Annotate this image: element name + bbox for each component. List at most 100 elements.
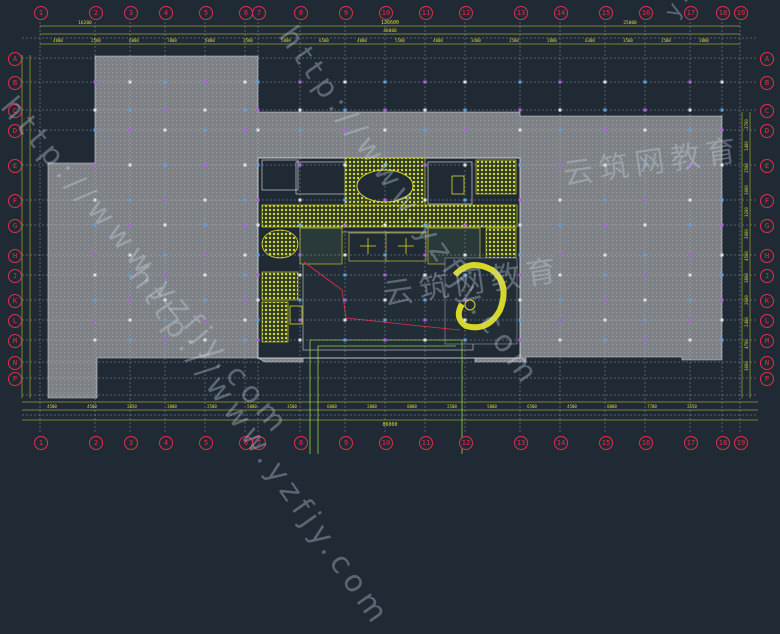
column-marker	[163, 80, 167, 84]
column-marker	[243, 198, 247, 202]
axis-tag: 5	[199, 6, 213, 20]
axis-tag: 19	[734, 6, 748, 20]
column-marker	[163, 198, 167, 202]
axis-tag: K	[760, 294, 774, 308]
column-marker	[203, 198, 207, 202]
axis-tag: 18	[716, 6, 730, 20]
column-marker	[256, 298, 260, 302]
column-marker	[243, 298, 247, 302]
dimension-label: 3500	[287, 404, 297, 409]
axis-tag: 16	[639, 6, 653, 20]
column-marker	[603, 318, 607, 322]
column-marker	[343, 108, 347, 112]
column-marker	[720, 223, 724, 227]
axis-tag: M	[8, 334, 22, 348]
column-marker	[203, 273, 207, 277]
dimension-label: 2500	[447, 404, 457, 409]
column-marker	[603, 338, 607, 342]
dimension-label: 6000	[327, 404, 337, 409]
column-marker	[383, 223, 387, 227]
column-marker	[643, 318, 647, 322]
column-marker	[463, 273, 467, 277]
dimension-label: 2000	[367, 404, 377, 409]
axis-tag: 6	[239, 6, 253, 20]
dimension-label: 3000	[744, 185, 749, 195]
dimension-label: 3500	[623, 38, 633, 43]
dimension-label: 2050	[127, 404, 137, 409]
column-marker	[203, 318, 207, 322]
axis-grid	[22, 22, 758, 432]
axis-tag: 12	[459, 6, 473, 20]
column-marker	[558, 298, 562, 302]
column-marker	[423, 338, 427, 342]
column-marker	[558, 108, 562, 112]
column-marker	[518, 128, 522, 132]
column-marker	[643, 223, 647, 227]
column-marker	[298, 273, 302, 277]
dimension-label: 7700	[647, 404, 657, 409]
axis-tag: 1	[34, 6, 48, 20]
column-marker	[343, 338, 347, 342]
axis-tag: C	[8, 104, 22, 118]
column-marker	[93, 273, 97, 277]
dimension-label: 3000	[167, 404, 177, 409]
column-marker	[423, 318, 427, 322]
axis-tag: 3	[124, 6, 138, 20]
axis-tag: 19	[734, 436, 748, 450]
column-marker	[688, 338, 692, 342]
dimension-total-label: 136600	[381, 20, 399, 26]
dimension-label: 4500	[744, 251, 749, 261]
dimension-label: 16200	[78, 20, 92, 26]
dimension-label: 4000	[357, 38, 367, 43]
dimension-total-label: 86000	[382, 422, 397, 428]
axis-tag: L	[8, 314, 22, 328]
column-marker	[128, 338, 132, 342]
column-marker	[463, 253, 467, 257]
column-marker	[463, 163, 467, 167]
column-marker	[720, 338, 724, 342]
axis-tag: 2	[89, 6, 103, 20]
dimension-label: 4500	[87, 404, 97, 409]
column-marker	[298, 223, 302, 227]
axis-tag: 15	[599, 436, 613, 450]
column-marker	[163, 163, 167, 167]
axis-tag: K	[8, 294, 22, 308]
column-marker	[203, 223, 207, 227]
column-marker	[558, 80, 562, 84]
column-marker	[423, 253, 427, 257]
column-marker	[93, 298, 97, 302]
column-marker	[688, 198, 692, 202]
axis-tag: F	[8, 194, 22, 208]
column-marker	[163, 338, 167, 342]
column-marker	[423, 163, 427, 167]
axis-tag: J	[8, 269, 22, 283]
column-marker	[688, 128, 692, 132]
column-marker	[93, 223, 97, 227]
axis-tag: 17	[684, 436, 698, 450]
axis-tag: 1	[34, 436, 48, 450]
column-marker	[383, 108, 387, 112]
axis-tag: 14	[554, 6, 568, 20]
axis-tag: 7	[252, 6, 266, 20]
column-marker	[256, 223, 260, 227]
column-marker	[688, 80, 692, 84]
column-marker	[343, 80, 347, 84]
column-marker	[688, 253, 692, 257]
column-marker	[463, 80, 467, 84]
column-marker	[383, 80, 387, 84]
column-marker	[243, 318, 247, 322]
column-marker	[298, 198, 302, 202]
column-marker	[720, 108, 724, 112]
column-marker	[643, 108, 647, 112]
column-marker	[518, 273, 522, 277]
column-marker	[256, 108, 260, 112]
axis-tag: G	[8, 219, 22, 233]
column-marker	[518, 163, 522, 167]
column-marker	[93, 128, 97, 132]
column-marker	[343, 253, 347, 257]
column-marker	[603, 298, 607, 302]
column-marker	[603, 80, 607, 84]
column-marker	[163, 223, 167, 227]
